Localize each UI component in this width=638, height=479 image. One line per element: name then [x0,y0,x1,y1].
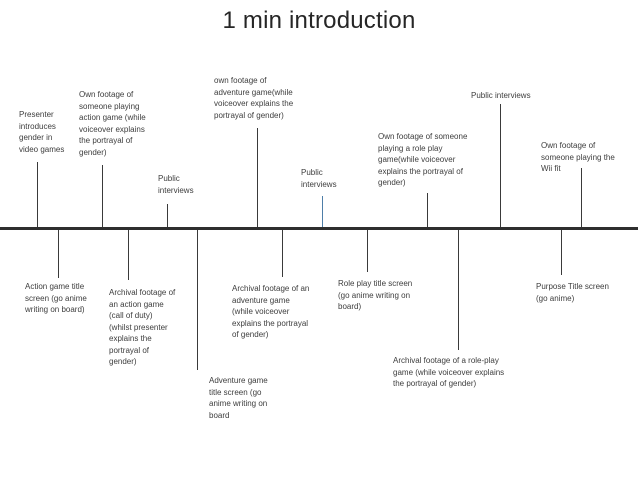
timeline-label-roleplay-title-screen: Role play title screen (go anime writing… [338,279,413,311]
timeline-label-purpose-title-screen: Purpose Title screen (go anime) [536,282,609,303]
timeline-tick-own-footage-roleplay [427,193,428,227]
timeline-tick-presenter-intro [37,162,38,227]
timeline-label-own-footage-adventure: own footage of adventure game(while voic… [214,76,294,120]
timeline-tick-action-title-screen [58,230,59,278]
timeline-label-archival-roleplay: Archival footage of a role-play game (wh… [393,356,505,388]
timeline-label-archival-adventure: Archival footage of an adventure game (w… [232,284,310,339]
timeline-label-own-footage-roleplay: Own footage of someone playing a role pl… [378,132,468,187]
timeline-tick-public-interviews-1 [167,204,168,227]
timeline-tick-archival-action [128,230,129,280]
timeline-tick-own-footage-adventure [257,128,258,227]
timeline-tick-archival-adventure [282,230,283,277]
timeline-tick-own-footage-action [102,165,103,227]
timeline-tick-roleplay-title-screen [367,230,368,272]
timeline-tick-adventure-title-screen [197,230,198,370]
timeline-tick-public-interviews-2 [322,196,323,227]
timeline-label-presenter-intro: Presenter introduces gender in video gam… [19,110,65,154]
timeline-label-public-interviews-1: Public interviews [158,174,194,195]
timeline-tick-purpose-title-screen [561,230,562,275]
timeline-label-own-footage-wii-fit: Own footage of someone playing the Wii f… [541,141,615,173]
timeline-tick-own-footage-wii-fit [581,168,582,227]
timeline-label-archival-action: Archival footage of an action game (call… [109,288,176,366]
slide-title: 1 min introduction [222,7,416,34]
timeline-label-public-interviews-3: Public interviews [471,91,531,100]
timeline-label-own-footage-action: Own footage of someone playing action ga… [79,90,146,157]
timeline-tick-archival-roleplay [458,230,459,350]
timeline-axis-line [0,227,638,230]
timeline-label-action-title-screen: Action game title screen (go anime writi… [25,282,87,314]
timeline-tick-public-interviews-3 [500,104,501,227]
timeline-label-adventure-title-screen: Adventure game title screen (go anime wr… [209,376,268,420]
timeline-label-public-interviews-2: Public interviews [301,168,337,189]
